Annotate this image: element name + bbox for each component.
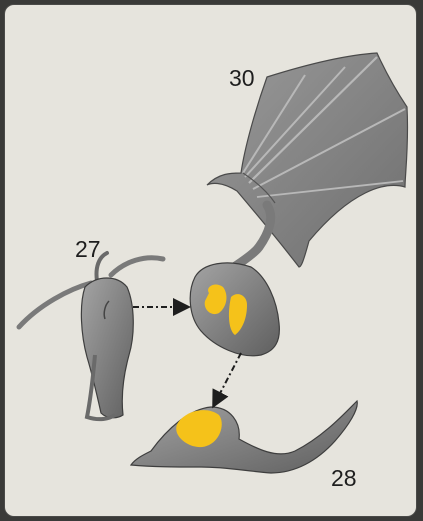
part-30-torso — [190, 205, 279, 356]
assembly-illustration — [5, 5, 417, 517]
instruction-page: 30 27 28 — [4, 4, 417, 517]
assembly-arrow — [215, 353, 241, 403]
part-28-tail — [131, 401, 357, 473]
part-27-head — [19, 253, 163, 419]
part-30-wing — [207, 53, 408, 267]
